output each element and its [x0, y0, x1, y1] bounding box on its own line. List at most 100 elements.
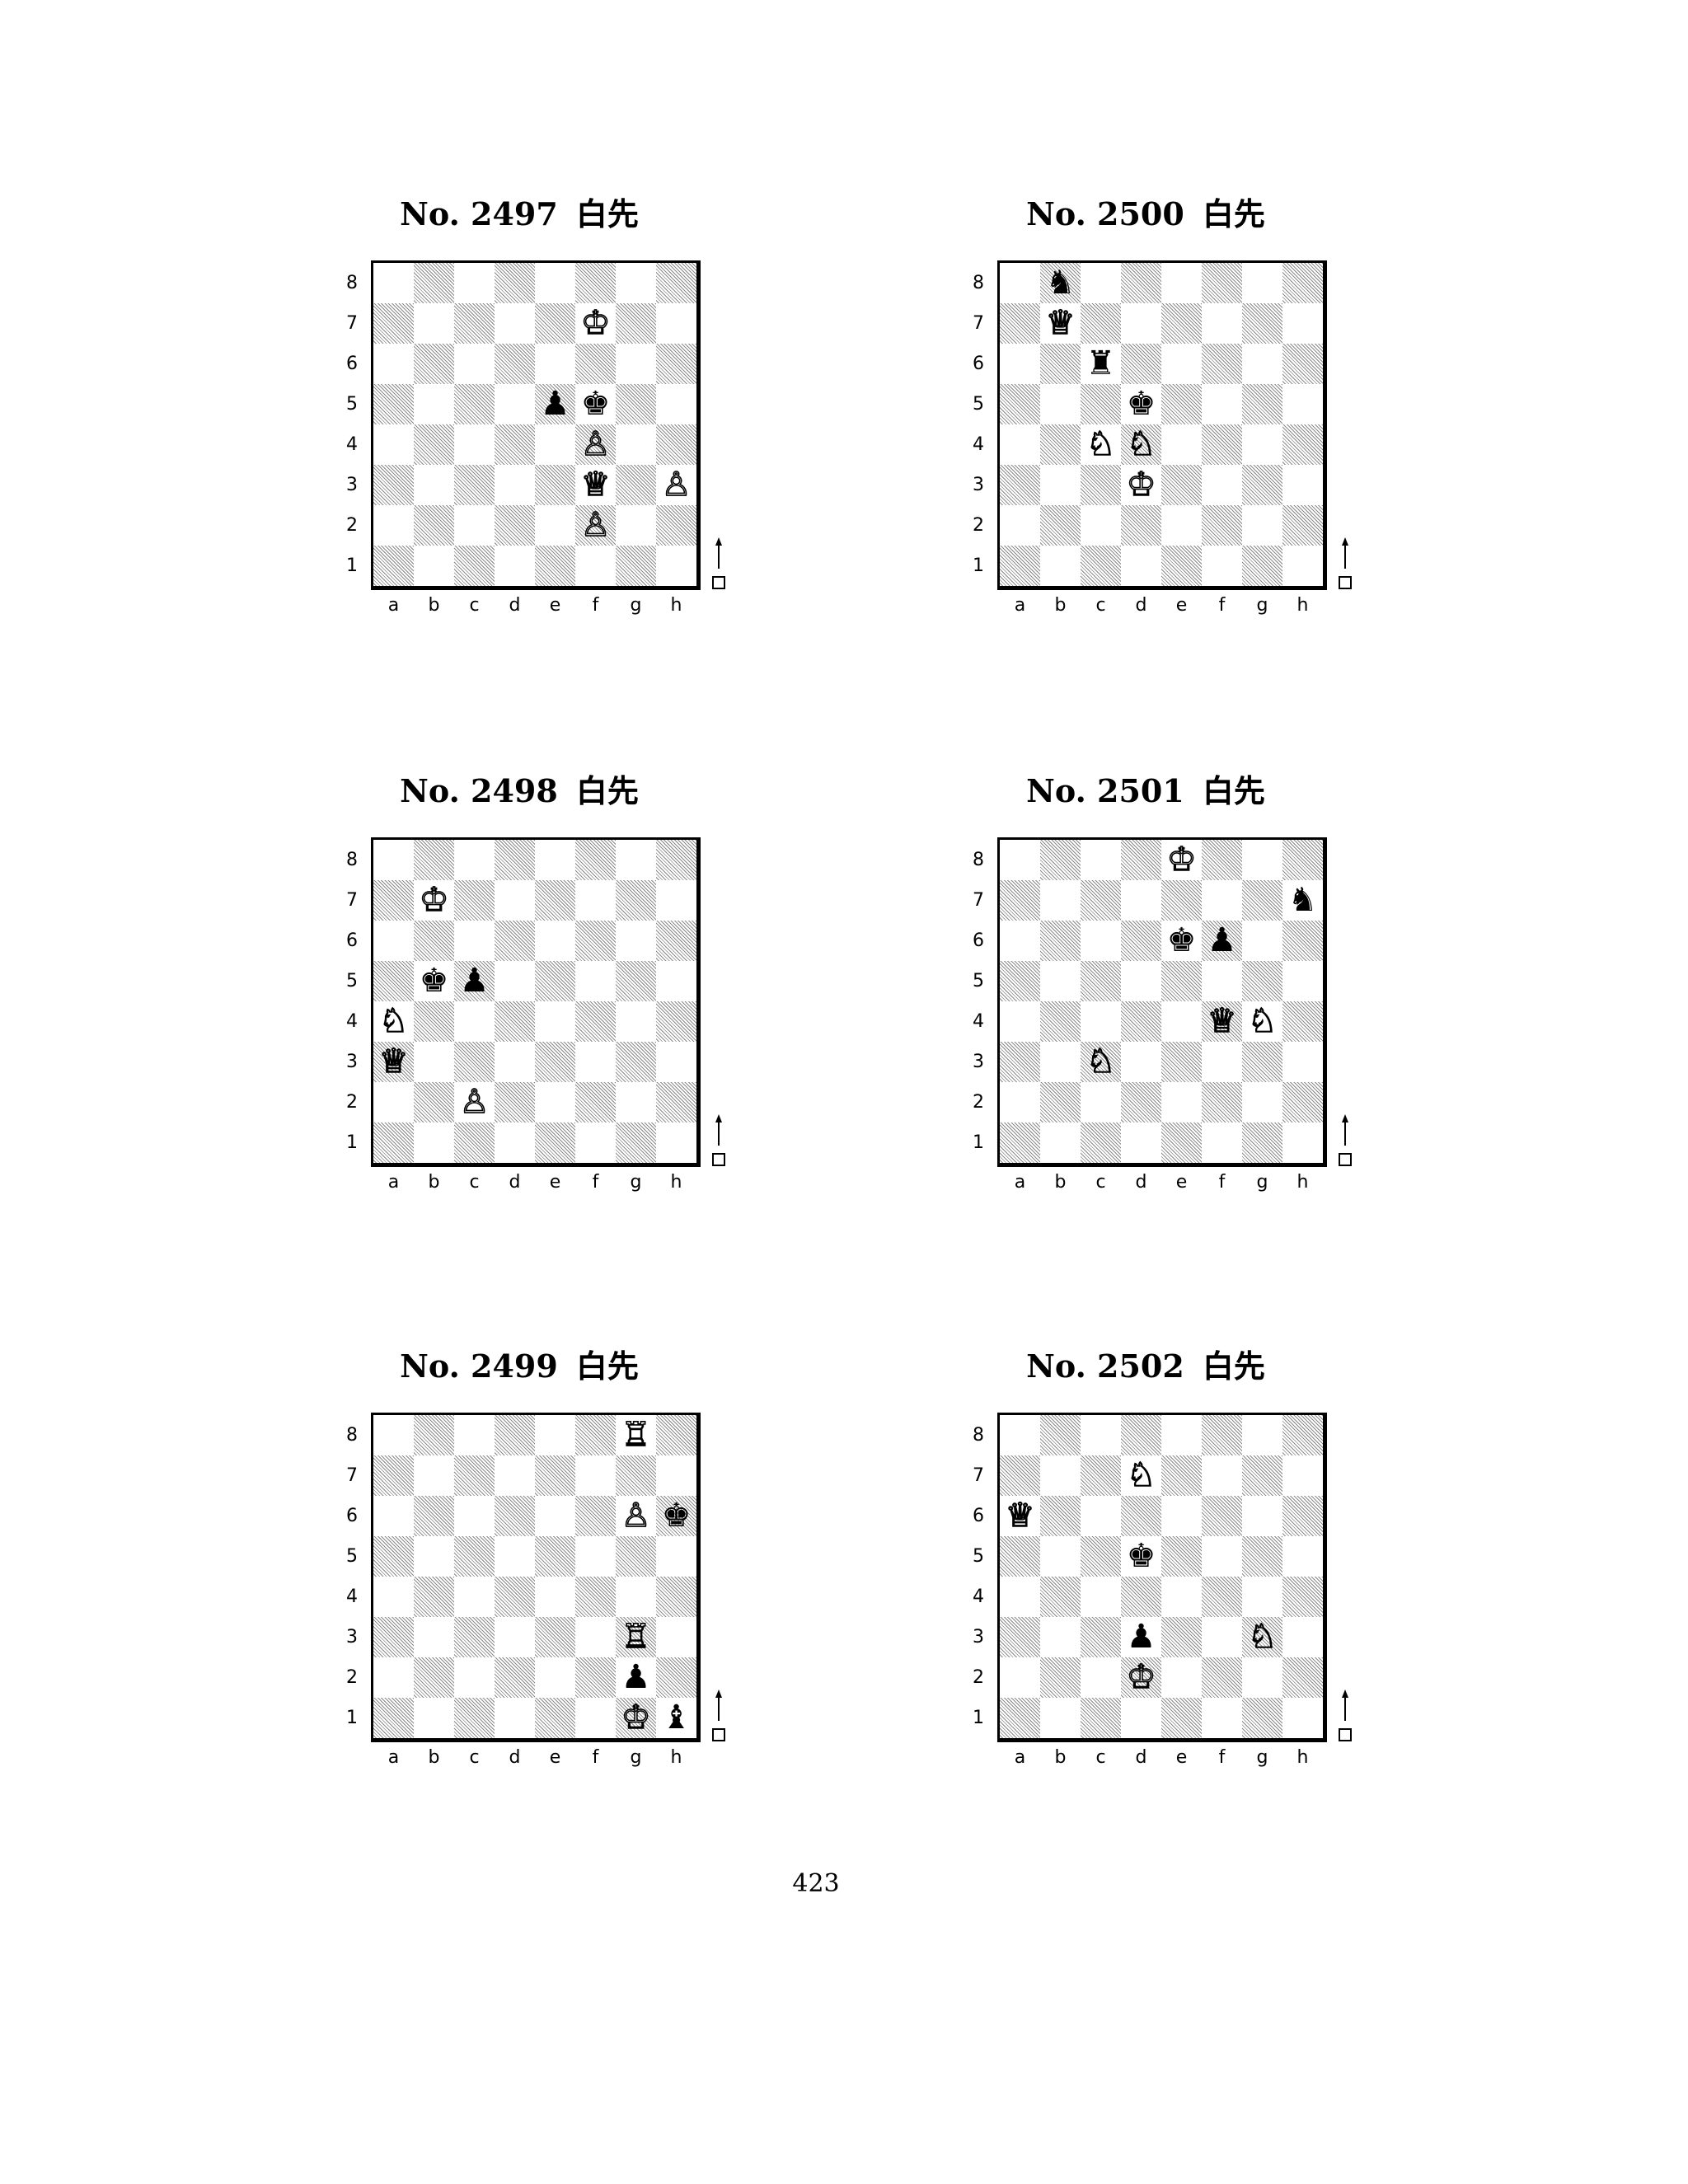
- board-square-c7: [454, 880, 495, 921]
- board-square-e4: [1161, 424, 1202, 465]
- board-square-a6: [373, 921, 414, 961]
- rank-label: 2: [346, 1667, 358, 1688]
- board-square-a8: [373, 840, 414, 880]
- board-square-d1: [495, 1122, 535, 1163]
- board-square-f1: [575, 1698, 616, 1738]
- board-square-f7: [1202, 303, 1242, 344]
- board-square-b3: [414, 1617, 454, 1657]
- board-square-a3: [373, 1042, 414, 1082]
- white-queen-icon: ♕: [1207, 1001, 1237, 1041]
- board-frame: [997, 837, 1327, 1167]
- board-square-b1: [414, 1122, 454, 1163]
- file-label: c: [1095, 1172, 1106, 1193]
- board-square-d4: [495, 424, 535, 465]
- board-square-b8: [414, 840, 454, 880]
- page-number: 423: [792, 1869, 840, 1898]
- white-king-icon: ♔: [621, 1698, 651, 1737]
- white-pawn-icon: ♙: [580, 505, 611, 545]
- file-label: g: [1256, 1172, 1268, 1193]
- white-to-move-icon: [1337, 536, 1353, 590]
- board-square-b2: [414, 505, 454, 546]
- rank-label: 2: [973, 515, 984, 536]
- board-square-g7: [616, 880, 656, 921]
- board-square-e4: [535, 424, 575, 465]
- white-king-icon: ♔: [1166, 840, 1197, 879]
- board-square-f8: [1202, 1415, 1242, 1455]
- file-label: g: [630, 1172, 642, 1193]
- file-label: c: [469, 1172, 480, 1193]
- side-to-move-caption: 白先: [1202, 195, 1265, 232]
- board-square-g7: [1242, 1455, 1282, 1496]
- board-square-f3: [1202, 1617, 1242, 1657]
- board-square-c7: [454, 303, 495, 344]
- rank-label: 2: [346, 515, 358, 536]
- black-king-icon: ♚: [1126, 1537, 1156, 1575]
- side-to-move-caption: 白先: [575, 195, 639, 232]
- board-square-b5: [1040, 961, 1081, 1001]
- board-square-h2: [656, 1082, 696, 1122]
- rank-label: 1: [346, 555, 358, 576]
- board-square-g1: [1242, 546, 1282, 586]
- white-to-move-icon: [1337, 1113, 1353, 1167]
- file-label: e: [549, 1172, 561, 1193]
- board-square-d6: [1121, 1496, 1161, 1536]
- rank-label: 6: [973, 1506, 984, 1526]
- rank-label: 6: [346, 1506, 358, 1526]
- board-square-g6: [1242, 921, 1282, 961]
- puzzle-number: No. 2498: [400, 772, 558, 809]
- board-square-c8: [1081, 263, 1121, 303]
- board-square-b4: [414, 1577, 454, 1617]
- file-label: d: [509, 1747, 521, 1768]
- board-square-e1: [535, 546, 575, 586]
- board-square-e3: [535, 1617, 575, 1657]
- board-square-a1: [1000, 546, 1040, 586]
- board-square-d4: [495, 1001, 535, 1042]
- chess-board: ♘♕♚♟♘♔: [997, 1413, 1327, 1742]
- board-square-e7: [1161, 303, 1202, 344]
- board-square-b4: [1040, 1001, 1081, 1042]
- board-square-e3: [1161, 465, 1202, 505]
- white-king-icon: ♔: [1126, 1657, 1156, 1697]
- board-square-c3: [454, 1042, 495, 1082]
- file-label: h: [670, 595, 682, 616]
- file-label: f: [1218, 595, 1226, 616]
- board-square-f4: [1202, 1577, 1242, 1617]
- board-square-f5: [575, 961, 616, 1001]
- board-square-a7: [1000, 880, 1040, 921]
- board-square-g6: [1242, 344, 1282, 384]
- board-square-b2: [414, 1657, 454, 1698]
- rank-label: 7: [973, 313, 984, 334]
- black-pawn-icon: ♟: [621, 1658, 651, 1696]
- board-square-d4: [1121, 1001, 1161, 1042]
- board-square-g5: [1242, 961, 1282, 1001]
- board-square-e7: [535, 1455, 575, 1496]
- board-square-b7: [414, 303, 454, 344]
- board-square-e8: [1161, 263, 1202, 303]
- black-king-icon: ♚: [661, 1497, 692, 1535]
- rank-label: 7: [346, 890, 358, 911]
- white-queen-icon: ♕: [580, 465, 611, 504]
- file-label: h: [670, 1172, 682, 1193]
- board-square-e6: [1161, 344, 1202, 384]
- rank-label: 2: [346, 1092, 358, 1113]
- white-knight-icon: ♘: [1126, 424, 1156, 464]
- board-square-h4: [1282, 1577, 1323, 1617]
- board-square-h2: [1282, 505, 1323, 546]
- rank-label: 1: [973, 1708, 984, 1728]
- file-label: a: [387, 1747, 400, 1768]
- rank-label: 3: [346, 475, 358, 495]
- board-square-f2: [1202, 505, 1242, 546]
- board-square-e7: [1161, 880, 1202, 921]
- board-square-d5: [495, 961, 535, 1001]
- board-square-b2: [1040, 505, 1081, 546]
- file-label: b: [1054, 595, 1067, 616]
- board-square-c8: [1081, 840, 1121, 880]
- file-label: d: [509, 1172, 521, 1193]
- board-square-d8: [495, 1415, 535, 1455]
- file-label: d: [1135, 595, 1147, 616]
- chess-board: ♔♚♟♘♕♙: [371, 837, 701, 1167]
- board-square-f3: [575, 1617, 616, 1657]
- board-square-h8: [1282, 263, 1323, 303]
